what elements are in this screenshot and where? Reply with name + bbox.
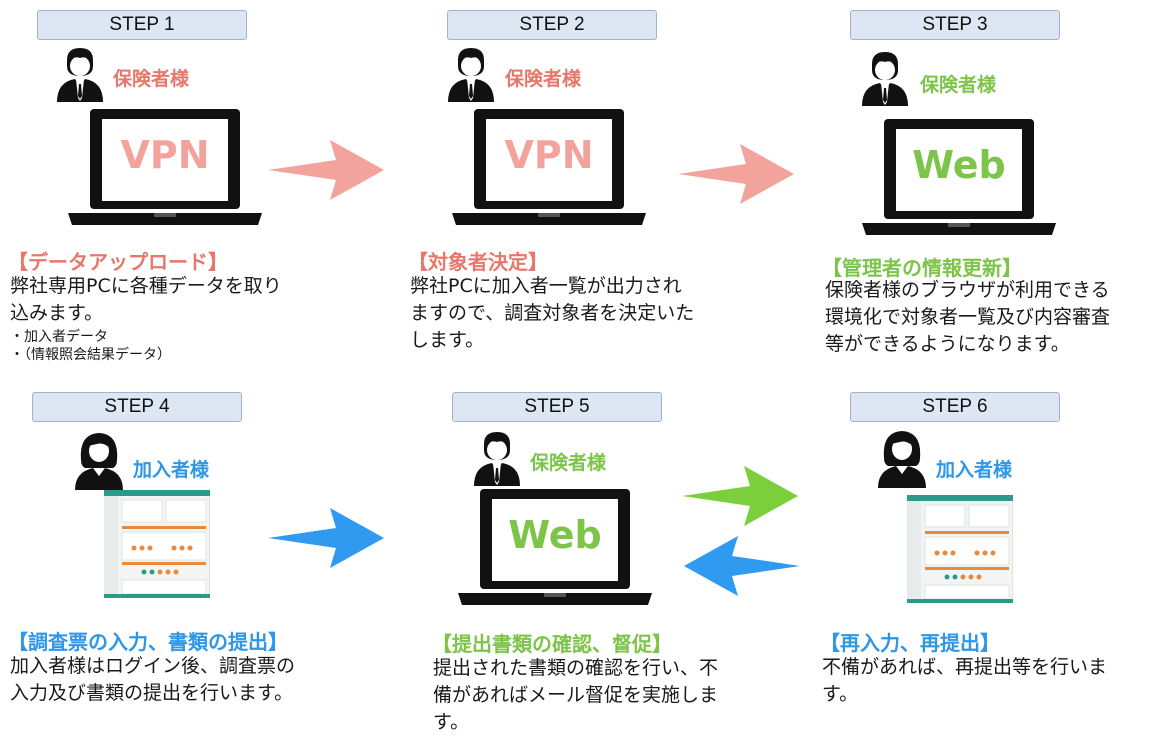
arrow-right-icon (268, 508, 384, 568)
laptop-icon (458, 489, 652, 605)
step-5-heading: 【提出書類の確認、督促】 (432, 632, 672, 656)
web-app-screenshot (907, 495, 1013, 603)
laptop-screen-label: VPN (504, 133, 594, 177)
businessman-icon (57, 48, 103, 102)
step-3-description: 保険者様のブラウザが利用できる 環境化で対象者一覧及び内容審査 等ができるように… (825, 277, 1110, 358)
bullet-item: ・（情報照会結果データ） (10, 347, 171, 363)
step-1-bullets: ・加入者データ ・（情報照会結果データ） (10, 328, 171, 364)
step-2-description: 弊社PCに加入者一覧が出力され ますので、調査対象者を決定いた します。 (410, 273, 694, 354)
arrow-right-icon (678, 144, 794, 204)
bullet-item: ・加入者データ (10, 329, 108, 345)
step-1-description: 弊社専用PCに各種データを取り 込みます。 (10, 273, 282, 327)
step-4-role: 加入者様 (133, 459, 210, 481)
businessman-icon (474, 432, 520, 486)
description-line: す。 (822, 683, 859, 705)
step-3-role: 保険者様 (920, 74, 997, 96)
arrow-left-icon (684, 536, 800, 596)
step-2-role: 保険者様 (505, 68, 582, 90)
description-line: 等ができるようになります。 (825, 333, 1070, 355)
arrow-right-icon (682, 466, 798, 526)
web-app-screenshot (104, 490, 210, 598)
description-line: します。 (410, 329, 485, 351)
description-line: ますので、調査対象者を決定いた (410, 302, 695, 324)
step-2-heading: 【対象者決定】 (408, 250, 548, 274)
description-line: 保険者様のブラウザが利用できる (825, 279, 1110, 301)
step-5-role: 保険者様 (530, 452, 607, 474)
laptop-screen-label: Web (912, 143, 1006, 187)
laptop-icon (68, 109, 262, 225)
description-line: 入力及び書類の提出を行います。 (10, 682, 294, 704)
step-6-heading: 【再入力、再提出】 (820, 631, 1000, 655)
step-6-label: STEP 6 (850, 392, 1060, 422)
description-line: 備があればメール督促を実施しま (433, 684, 719, 706)
description-line: 不備があれば、再提出等を行いま (822, 656, 1108, 678)
step-3-label: STEP 3 (850, 10, 1060, 40)
description-line: 加入者様はログイン後、調査票の (10, 655, 296, 677)
arrow-right-icon (268, 140, 384, 200)
step-2-label: STEP 2 (447, 10, 657, 40)
businesswoman-icon (878, 431, 926, 488)
description-line: 弊社PCに加入者一覧が出力され (410, 275, 682, 297)
description-line: す。 (433, 711, 470, 733)
step-1-label: STEP 1 (37, 10, 247, 40)
description-line: 弊社専用PCに各種データを取り (10, 275, 282, 297)
step-5-description: 提出された書類の確認を行い、不 備があればメール督促を実施しま す。 (433, 655, 718, 736)
step-4-heading: 【調査票の入力、書類の提出】 (8, 630, 288, 654)
businessman-icon (862, 52, 908, 106)
description-line: 環境化で対象者一覧及び内容審査 (825, 306, 1111, 328)
step-5-label: STEP 5 (452, 392, 662, 422)
businesswoman-icon (75, 433, 123, 490)
step-6-description: 不備があれば、再提出等を行いま す。 (822, 654, 1107, 708)
step-3-heading: 【管理者の情報更新】 (822, 256, 1022, 280)
description-line: 提出された書類の確認を行い、不 (433, 657, 719, 679)
step-4-label: STEP 4 (32, 392, 242, 422)
step-6-role: 加入者様 (936, 459, 1013, 481)
laptop-icon (862, 119, 1056, 235)
laptop-icon (452, 109, 646, 225)
step-1-heading: 【データアップロード】 (8, 250, 228, 274)
description-line: 込みます。 (10, 302, 104, 324)
laptop-screen-label: VPN (120, 133, 210, 177)
step-1-role: 保険者様 (113, 68, 190, 90)
businessman-icon (448, 48, 494, 102)
laptop-screen-label: Web (508, 513, 602, 557)
step-4-description: 加入者様はログイン後、調査票の 入力及び書類の提出を行います。 (10, 653, 295, 707)
